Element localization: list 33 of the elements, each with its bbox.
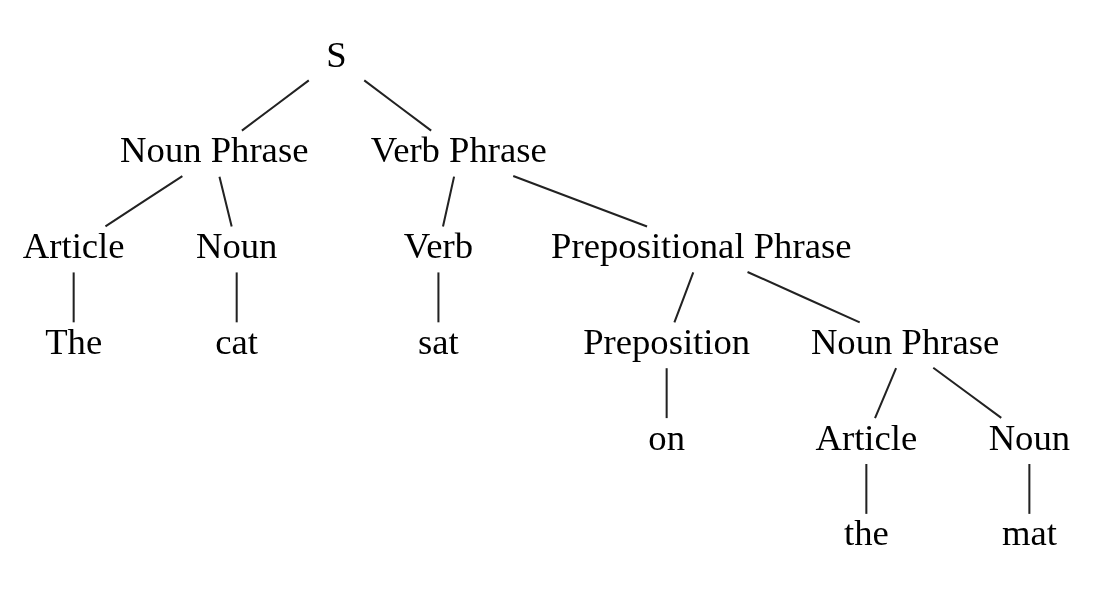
node-text: on [648, 416, 685, 458]
connector [932, 366, 1002, 419]
connector [442, 176, 456, 227]
connector [747, 271, 861, 324]
node-text: Article [22, 225, 125, 267]
connector [874, 367, 897, 419]
connector [673, 272, 695, 323]
connector [241, 79, 310, 132]
node-text: cat [215, 320, 259, 362]
node-text: Noun Phrase [120, 129, 309, 171]
connector [104, 175, 183, 228]
node-text: Preposition [583, 320, 751, 362]
node-text: Noun Phrase [810, 320, 1000, 362]
connector [235, 272, 238, 323]
node-text: The [45, 320, 103, 362]
node-text: Verb Phrase [370, 129, 547, 171]
connector [865, 463, 868, 514]
connector [665, 368, 668, 419]
connector [1028, 463, 1031, 514]
node-text: Verb [403, 225, 474, 267]
connector [218, 176, 233, 227]
node-text: Article [815, 416, 918, 458]
node-text: Noun [988, 416, 1071, 458]
node-text: the [843, 512, 889, 554]
node-text: S [326, 33, 347, 75]
connector [72, 272, 75, 323]
connector [512, 175, 648, 228]
node-text: mat [1001, 512, 1057, 554]
node-text: Noun [195, 225, 278, 267]
connector [437, 272, 440, 323]
connector [363, 79, 432, 132]
node-text: sat [418, 320, 459, 362]
node-text: Prepositional Phrase [551, 225, 852, 267]
